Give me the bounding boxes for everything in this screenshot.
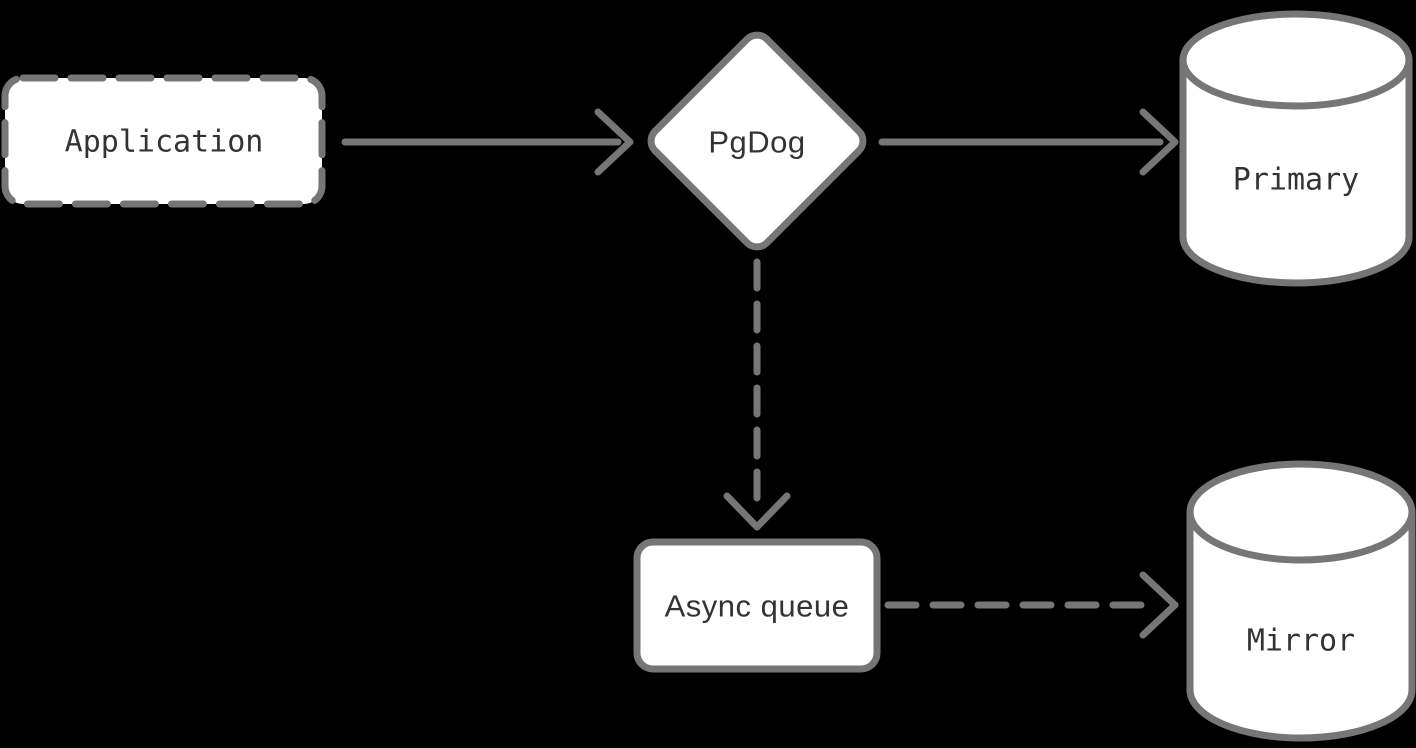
cylinder-top (1179, 10, 1413, 110)
arrow-head-icon (1139, 108, 1179, 176)
async-queue-node: Async queue (633, 538, 881, 673)
primary-label: Primary (1233, 163, 1359, 198)
application-node: Application (1, 74, 326, 208)
primary-db-node: Primary (1179, 10, 1413, 287)
edge-pgdog-to-async-queue (723, 258, 791, 531)
mirror-label: Mirror (1247, 624, 1355, 659)
edge-application-to-pgdog (341, 108, 634, 176)
edge-pgdog-to-primary (878, 108, 1179, 176)
node-shape (633, 538, 881, 673)
arrow-head-icon (594, 108, 634, 176)
cylinder-body (1179, 60, 1413, 287)
async-queue-label: Async queue (665, 589, 850, 624)
mirror-db-node: Mirror (1186, 460, 1416, 742)
arrow-head-icon (1139, 571, 1179, 639)
pgdog-label: PgDog (708, 125, 805, 160)
pgdog-node: PgDog (647, 31, 867, 251)
application-label: Application (65, 125, 264, 160)
arrow-head-icon (723, 492, 791, 531)
cylinder-body (1186, 512, 1416, 742)
node-shape (1, 74, 326, 208)
edge-async-queue-to-mirror (884, 571, 1179, 639)
cylinder-top (1186, 460, 1416, 564)
node-shape (647, 31, 867, 251)
